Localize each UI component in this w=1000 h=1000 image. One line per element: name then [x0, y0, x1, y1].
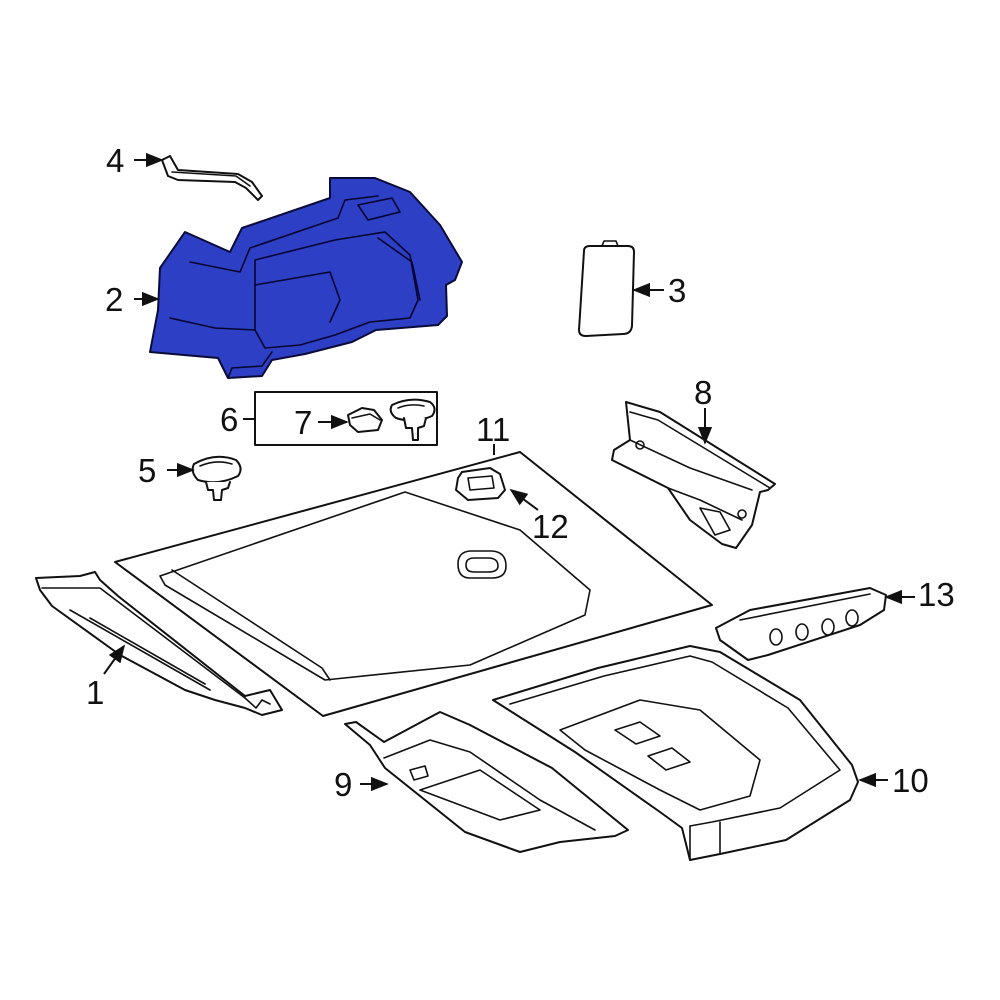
part-10-rim-inner: [509, 655, 841, 827]
callout-2: 2: [105, 281, 123, 318]
part-11-floor-sheet: [114, 451, 713, 717]
part-5-push-clip[interactable]: [191, 455, 242, 501]
callout-4: 4: [106, 142, 124, 179]
part-9-tab: [409, 765, 429, 781]
part-11-handle-outer: [457, 550, 507, 579]
leader-12: [509, 488, 539, 511]
part-13-hole-4: [845, 609, 859, 627]
callout-10: 10: [892, 762, 929, 799]
part-12-latch[interactable]: [455, 467, 506, 501]
callout-9: 9: [334, 766, 352, 803]
leader-lines: [103, 152, 915, 792]
part-3-cover-body: [578, 245, 635, 337]
part-4-bracket-edge: [171, 171, 251, 187]
callout-11: 11: [476, 411, 510, 448]
callout-8: 8: [694, 374, 712, 411]
callout-labels: 1 2 3 4 5 6 7 8 9 10 11 12 13: [86, 142, 955, 803]
part-11-load-floor[interactable]: [114, 451, 713, 717]
part-5-clip-inner: [199, 461, 233, 467]
part-6-fastener-kit[interactable]: [254, 391, 438, 446]
part-2-window-recess: [357, 197, 401, 221]
part-9-panel-body: [344, 711, 629, 853]
part-5-clip-head: [191, 455, 242, 484]
part-11-floor-board: [159, 491, 591, 681]
part-10-well: [559, 699, 761, 811]
part-8-pocket: [699, 507, 731, 536]
part-7-fastener-head: [347, 407, 383, 433]
callout-6: 6: [220, 401, 238, 438]
part-9-upper-face: [383, 739, 596, 831]
part-11-board-edge: [171, 569, 331, 681]
part-7-fastener[interactable]: [347, 407, 383, 433]
part-10-handle-pocket-1: [614, 721, 661, 745]
part-8-lower-face: [667, 487, 743, 521]
part-13-foam-block[interactable]: [715, 587, 887, 661]
part-13-hole-1: [769, 628, 783, 646]
part-4-bracket[interactable]: [161, 155, 263, 201]
part-2-shelf-line: [254, 271, 341, 323]
part-1-rear-sill-panel[interactable]: [35, 571, 283, 716]
callout-3: 3: [668, 272, 686, 309]
part-3-cover-tab: [601, 240, 619, 247]
part-2-rear-pocket: [377, 237, 421, 301]
part-2-inner-cavity: [254, 231, 419, 349]
callout-5: 5: [138, 452, 156, 489]
part-8-trim-body: [611, 401, 776, 549]
part-6-clip[interactable]: [389, 398, 436, 441]
part-1-clip-end: [244, 697, 271, 709]
part-2-lower-ridge: [169, 317, 256, 331]
part-11-handle-inner: [465, 557, 499, 573]
part-13-hole-3: [821, 618, 835, 636]
part-6-clip-head: [389, 398, 436, 422]
part-2-bottom-flange: [227, 351, 273, 379]
part-10-storage-tub[interactable]: [492, 645, 859, 861]
part-10-lower-wall: [689, 821, 721, 861]
callout-7: 7: [294, 404, 312, 441]
part-10-tub-body: [492, 645, 859, 861]
part-9-side-floor-panel[interactable]: [344, 711, 629, 853]
part-10-handle-pocket-2: [647, 747, 691, 771]
part-3-cover-panel[interactable]: [578, 240, 635, 337]
part-13-hole-2: [795, 623, 809, 641]
part-1-top-edge: [41, 587, 246, 699]
callout-13: 13: [918, 576, 955, 613]
part-4-bracket-body: [161, 155, 263, 201]
part-13-top-edge: [739, 593, 871, 621]
part-8-top-edge: [629, 411, 771, 489]
part-8-sill-trim[interactable]: [611, 401, 776, 549]
leader-1: [103, 644, 126, 675]
part-2-quarter-trim-panel[interactable]: [149, 177, 463, 379]
part-5-clip-stem: [205, 481, 231, 501]
part-1-ribs: [69, 609, 211, 691]
part-12-latch-slot: [467, 475, 495, 491]
callout-12: 12: [532, 508, 569, 545]
part-6-clip-stem: [403, 417, 427, 441]
part-8-hole-1: [635, 440, 645, 450]
part-2-upper-ridge: [189, 195, 379, 273]
part-7-fastener-edge: [351, 413, 381, 421]
part-8-upper-face: [629, 439, 753, 491]
part-6-clip-inner: [397, 404, 425, 409]
callout-1: 1: [86, 674, 104, 711]
part-9-floor-face: [419, 769, 541, 821]
part-8-hole-2: [737, 509, 747, 519]
part-12-latch-body: [455, 467, 506, 501]
